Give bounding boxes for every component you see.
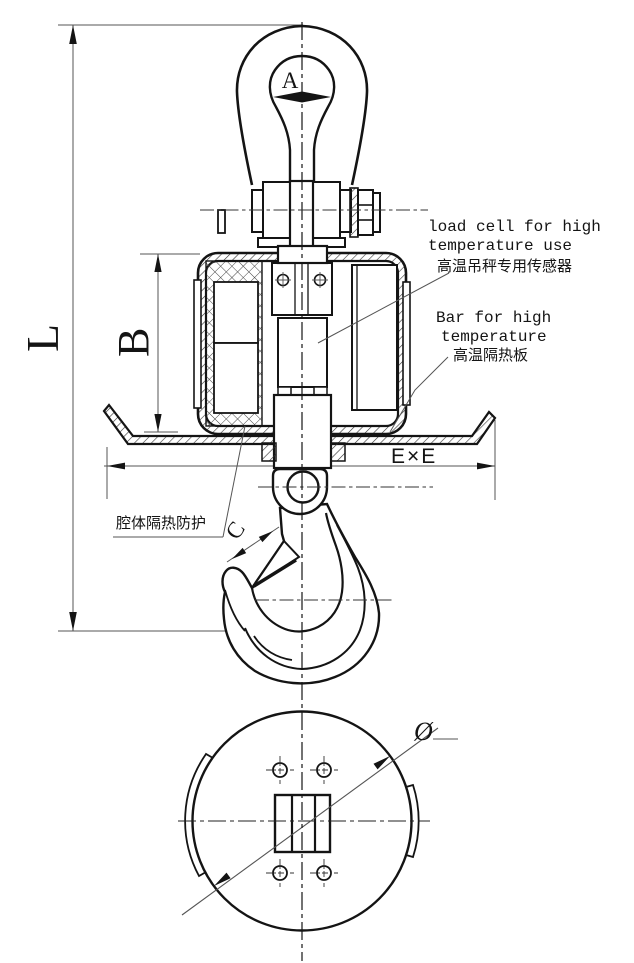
callout-cavity-insulation: 腔体隔热防护 — [113, 425, 246, 538]
arrowhead — [477, 462, 495, 470]
hook-tip-contour — [224, 589, 246, 632]
dim-label-L: L — [17, 324, 68, 352]
insulation-block-lower — [213, 342, 259, 414]
arrowhead — [69, 25, 77, 44]
dimension-base-diameter: Ø — [181, 717, 458, 916]
arrowhead — [214, 872, 231, 886]
load-cell-step-right — [313, 386, 328, 396]
pin-end-left — [217, 209, 226, 234]
flange-tab-left — [184, 752, 214, 878]
load-cell-step-left — [277, 386, 292, 396]
shackle: A — [217, 24, 381, 265]
arrowhead — [154, 254, 162, 272]
stem-collar-left — [261, 442, 277, 462]
hook-bowl-inner-arc-short — [253, 635, 293, 661]
hook: C — [221, 467, 433, 685]
arrowhead — [258, 531, 273, 543]
leader-line — [389, 356, 449, 433]
dim-label-A: A — [282, 68, 299, 93]
pin-nut — [357, 189, 374, 236]
dimension-body-height: B — [109, 253, 200, 433]
arrowhead — [373, 756, 390, 770]
load-cell-label-en-2: temperature use — [428, 237, 572, 255]
screw-crosshairs — [275, 272, 328, 288]
bar-label-cn: 高温隔热板 — [453, 346, 528, 364]
hook-body — [221, 502, 381, 685]
arrowhead — [69, 612, 77, 631]
electronics-box — [351, 264, 398, 411]
hook-bowl-inner-arc — [244, 524, 366, 671]
arrowhead — [154, 414, 162, 432]
mounting-holes — [266, 756, 338, 887]
load-cell-label-en-1: load cell for high — [428, 218, 601, 236]
leader-line — [222, 425, 246, 538]
bottom-view: Ø — [178, 710, 458, 932]
dim-label-ExE: E×E — [391, 445, 437, 468]
stem-collar-right — [330, 442, 346, 462]
hole-crosshairs — [266, 756, 338, 887]
jaw-left-outer — [251, 189, 264, 233]
side-plate-right — [402, 281, 411, 406]
pin-washer-hatched — [349, 187, 359, 238]
insulation-block-upper — [213, 281, 259, 344]
leader-line — [317, 272, 450, 344]
callout-load-cell: load cell for high temperature use 高温吊秤专… — [317, 218, 601, 344]
dimension-overall-length: L — [17, 24, 360, 632]
centerlines — [200, 22, 428, 961]
hook-throat-saddle-line — [250, 512, 344, 633]
dim-label-diameter: Ø — [413, 717, 434, 746]
callout-heat-shield-bar: Bar for high temperature 高温隔热板 — [389, 309, 551, 433]
safety-latch-edge — [253, 558, 297, 588]
pin-end-cap — [372, 192, 381, 233]
dim-label-C: C — [221, 517, 250, 544]
bar-label-en-1: Bar for high — [436, 309, 551, 327]
diameter-line — [181, 727, 439, 916]
load-cell-label-cn: 高温吊秤专用传感器 — [437, 258, 572, 275]
dim-label-B: B — [109, 328, 158, 357]
cavity-label-cn: 腔体隔热防护 — [116, 515, 206, 532]
dimension-hook-opening: C — [221, 517, 280, 563]
arrowhead — [107, 462, 125, 470]
arrowhead — [232, 547, 247, 559]
side-plate-left — [193, 279, 202, 409]
bar-label-en-2: temperature — [441, 328, 547, 346]
